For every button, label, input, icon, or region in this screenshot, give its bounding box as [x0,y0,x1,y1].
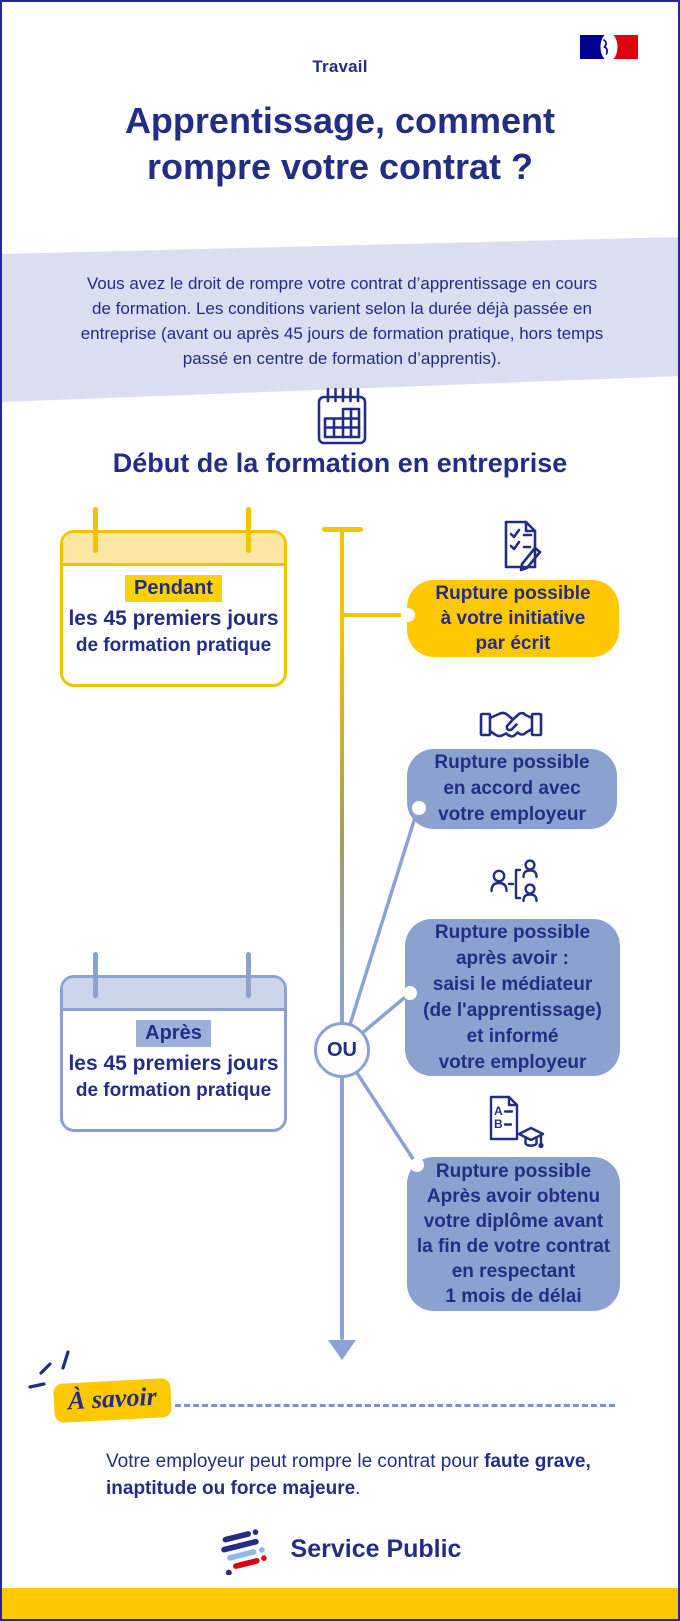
intro-paragraph: Vous avez le droit de rompre votre contr… [80,274,604,368]
note-text-bold: faute grave, inaptitude ou force majeure [106,1451,591,1499]
svg-text:B: B [494,1117,503,1131]
handshake-icon [479,711,543,738]
svg-text:A: A [494,1104,503,1118]
or-connector: OU [314,1022,370,1078]
period-line1: les 45 premiers jours [68,1052,279,1075]
bottom-accent-bar [2,1588,678,1619]
dashed-divider [175,1404,615,1407]
period-highlight: Pendant [125,575,222,602]
brand-name: Service Public [290,1534,462,1563]
note-text: Votre employeur peut rompre le contrat p… [106,1451,485,1472]
page-title-line2: rompre votre contrat ? [146,146,534,187]
period-line2: de formation pratique [75,1080,272,1101]
connector-dot [403,986,417,1000]
service-public-mark-icon [220,1529,267,1575]
mediator-people-icon [490,859,538,903]
calendar-hanger-tick [93,507,98,553]
connector-dot [412,801,426,815]
period-card-pendant: Pendant les 45 premiers jours de formati… [60,530,287,687]
period-highlight: Après [136,1020,211,1047]
timeline-branch [343,613,405,617]
timeline-arrowhead [328,1340,356,1360]
note-text-suffix: . [355,1478,361,1499]
connector-dot [410,1158,424,1172]
calendar-hanger-tick [246,952,251,998]
a-savoir-badge: À savoir [53,1377,172,1424]
calendar-grid-icon [317,387,367,445]
calendar-hanger-tick [93,952,98,998]
page-title: Apprentissage, comment rompre votre cont… [2,98,678,190]
outcome-box-diplome: Rupture possible Après avoir obtenu votr… [407,1157,620,1311]
timeline-stem [340,528,344,1340]
connector-dot [401,608,415,622]
document-check-pencil-icon [504,520,542,572]
period-card-apres: Après les 45 premiers jours de formation… [60,975,287,1132]
outcome-text: Rupture possible à votre initiative par … [435,583,591,654]
employer-note: Votre employeur peut rompre le contrat p… [106,1448,598,1502]
sparkle-lines-icon [28,1350,70,1389]
intro-band: Vous avez le droit de rompre votre contr… [2,237,678,402]
calendar-hanger-tick [246,507,251,553]
outcome-box-initiative: Rupture possible à votre initiative par … [407,580,619,657]
page-title-line1: Apprentissage, comment [124,100,556,141]
service-public-logo: Service Public [2,1523,678,1575]
outcome-text: Rupture possible en accord avec votre em… [434,752,590,825]
ministry-kicker: Travail [312,57,368,76]
outcome-box-accord: Rupture possible en accord avec votre em… [407,749,617,829]
section-title: Début de la formation en entreprise [112,448,568,478]
outcome-text: Rupture possible après avoir : saisi le … [423,921,602,1073]
diploma-grades-icon: A B [489,1095,545,1149]
period-line1: les 45 premiers jours [68,607,279,630]
period-line2: de formation pratique [75,635,272,656]
outcome-text: Rupture possible Après avoir obtenu votr… [416,1161,611,1307]
outcome-box-mediateur: Rupture possible après avoir : saisi le … [405,919,620,1076]
french-flag-marianne-icon [580,34,638,60]
